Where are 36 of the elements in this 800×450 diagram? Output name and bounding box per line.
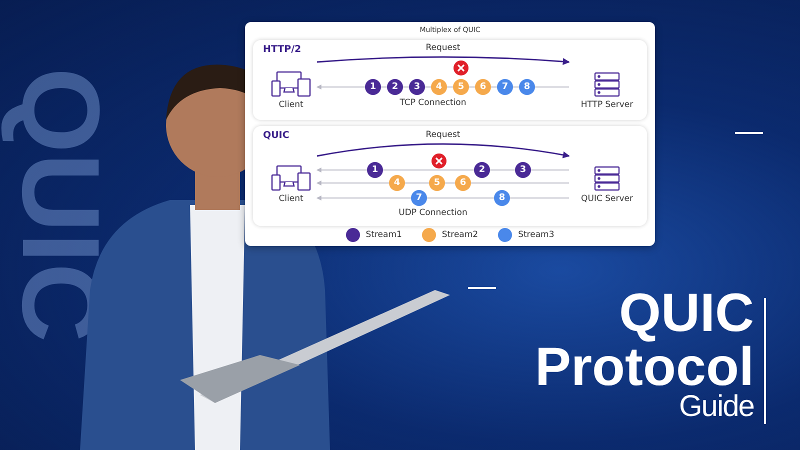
legend-label: Stream3: [518, 230, 554, 240]
node-label: QUIC Server: [581, 194, 633, 204]
packet-circle: 2: [387, 79, 403, 95]
panel-heading: QUIC: [263, 130, 290, 141]
panel-heading: HTTP/2: [263, 44, 302, 55]
packet-circle: 8: [494, 190, 510, 206]
packet-circle: 2: [474, 162, 490, 178]
packet-circle: 5: [453, 79, 469, 95]
packet-circle: 1: [367, 162, 383, 178]
legend-label: Stream2: [442, 230, 478, 240]
diagram-card: [245, 22, 655, 246]
title: QUIC Protocol: [534, 286, 754, 394]
subtitle: Guide: [678, 392, 754, 422]
node-label: Client: [278, 194, 304, 204]
arrow: [316, 180, 390, 186]
packet-circle: 5: [429, 175, 445, 191]
arrow: [316, 168, 368, 172]
curved-arrow: [316, 56, 570, 66]
packet-circle: 3: [409, 79, 425, 95]
packet-circle: 4: [431, 79, 447, 95]
packet-circle: 6: [455, 175, 471, 191]
legend-label: Stream1: [366, 230, 402, 240]
packet-circle: 8: [519, 79, 535, 95]
packet-circle: 3: [515, 162, 531, 178]
packet-circle: 7: [411, 190, 427, 206]
panel: [253, 126, 647, 226]
packet-circle: 6: [475, 79, 491, 95]
packet-circle: 4: [389, 175, 405, 191]
packet-circle: 7: [497, 79, 513, 95]
node-label: HTTP Server: [580, 100, 634, 110]
curved-arrow: [316, 143, 570, 158]
arrow: [316, 196, 412, 200]
arrow: [316, 84, 366, 90]
panel: [253, 40, 647, 120]
node-label: Client: [278, 100, 304, 110]
packet-circle: 1: [365, 79, 381, 95]
